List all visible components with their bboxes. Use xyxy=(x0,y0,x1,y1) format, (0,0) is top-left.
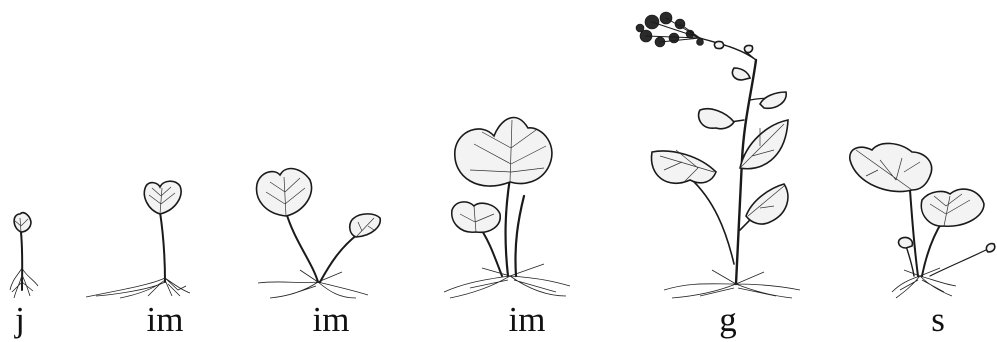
stage-label-immature-1: im xyxy=(130,300,200,340)
stage-label-generative: g xyxy=(708,300,748,340)
plant-immature-3 xyxy=(444,118,570,298)
plant-senile xyxy=(850,143,995,298)
plant-generative xyxy=(636,12,800,298)
stage-label-juvenile: j xyxy=(0,300,40,340)
plant-juvenile xyxy=(10,213,38,298)
plant-illustrations xyxy=(0,0,997,300)
stage-label-immature-2: im xyxy=(296,300,366,340)
stage-label-immature-3: im xyxy=(492,300,562,340)
plant-immature-2 xyxy=(257,169,381,298)
plant-immature-1 xyxy=(86,181,190,298)
stage-label-senile: s xyxy=(918,300,958,340)
